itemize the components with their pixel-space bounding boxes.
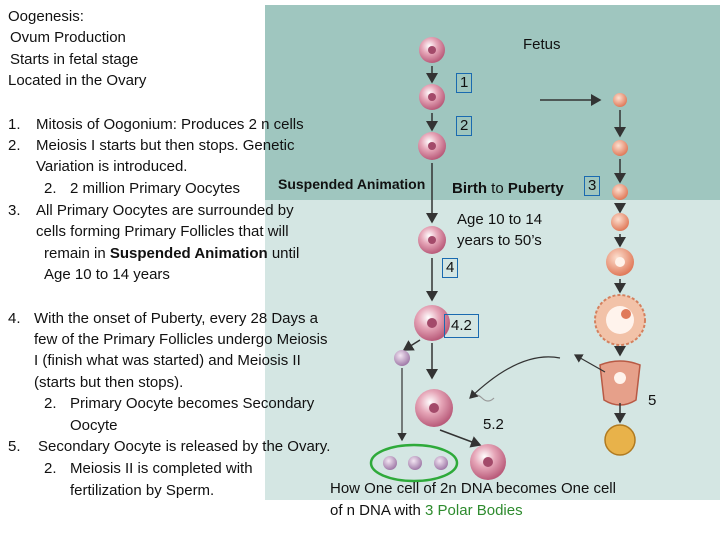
arrow	[573, 354, 606, 373]
step-3-number: 3.	[8, 202, 21, 219]
polar-body-2	[408, 456, 422, 470]
stage-label-3: 3	[584, 176, 601, 196]
corpus-luteum	[604, 424, 636, 456]
step-2-text-a: Meiosis I starts but then stops. Genetic	[36, 137, 295, 154]
age-range-label-b: years to 50’s	[457, 232, 542, 249]
stage-label-5-2: 5.2	[483, 416, 504, 433]
caption-line-2: of n DNA with 3 Polar Bodies	[330, 502, 523, 519]
step-5-sub-text-b: fertilization by Sperm.	[70, 482, 215, 499]
title-oogenesis: Oogenesis:	[8, 8, 84, 25]
subtitle-ovum-production: Ovum Production	[10, 29, 126, 46]
oogonium-cell-2	[419, 84, 445, 110]
step-4-sub-number: 2.	[44, 395, 57, 412]
step-1-text: Mitosis of Oogonium: Produces 2 n cells	[36, 116, 304, 133]
ovulating-follicle	[599, 360, 641, 406]
polar-body-1	[383, 456, 397, 470]
age-range-label-a: Age 10 to 14	[457, 211, 543, 228]
step-3-text-b: cells forming Primary Follicles that wil…	[36, 223, 289, 240]
primary-oocyte-cell	[418, 132, 446, 160]
primary-oocyte-arrested-cell	[418, 226, 446, 254]
step-2-number: 2.	[8, 137, 21, 154]
birth-to-puberty-label: Birth to Puberty	[452, 180, 564, 197]
subtitle-located-ovary: Located in the Ovary	[8, 72, 147, 89]
polar-bodies-highlight	[369, 443, 459, 483]
subtitle-starts-fetal: Starts in fetal stage	[10, 51, 139, 68]
stage-label-1: 1	[456, 73, 473, 93]
fetal-stage-panel	[265, 5, 720, 200]
growing-follicle	[612, 184, 628, 200]
caption-line-1: How One cell of 2n DNA becomes One cell	[330, 480, 616, 497]
secondary-follicle	[611, 213, 629, 231]
first-polar-body	[394, 350, 410, 366]
step-4-sub-text-a: Primary Oocyte becomes Secondary	[70, 395, 315, 412]
arrow	[402, 339, 421, 351]
step-5-text: Secondary Oocyte is released by the Ovar…	[38, 438, 331, 455]
step-3-text-d: Age 10 to 14 years	[44, 266, 170, 283]
ovum-cell	[470, 444, 506, 480]
step-4-text-c: I (finish what was started) and Meiosis …	[34, 352, 301, 369]
step-4-text-b: few of the Primary Follicles undergo Mei…	[34, 331, 328, 348]
step-4-sub-text-b: Oocyte	[70, 417, 118, 434]
sperm	[469, 394, 495, 402]
primordial-follicle	[613, 93, 627, 107]
stage-label-4-2: 4.2	[444, 314, 479, 338]
step-5-number: 5.	[8, 438, 21, 455]
step-2-text-b: Variation is introduced.	[36, 158, 188, 175]
tertiary-follicle	[606, 248, 634, 276]
step-4-text-d: (starts but then stops).	[34, 374, 184, 391]
arrow	[469, 356, 561, 399]
primary-follicle	[612, 140, 628, 156]
step-4-text-a: With the onset of Puberty, every 28 Days…	[34, 310, 319, 327]
step-3-text-a: All Primary Oocytes are surrounded by	[36, 202, 294, 219]
secondary-oocyte-cell	[414, 305, 450, 341]
ovum-cell-pre	[415, 389, 453, 427]
step-2-sub-number: 2.	[44, 180, 57, 197]
step-2-sub-text: 2 million Primary Oocytes	[70, 180, 241, 197]
polar-body-3	[434, 456, 448, 470]
step-1-number: 1.	[8, 116, 21, 133]
step-5-sub-text-a: Meiosis II is completed with	[70, 460, 253, 477]
mature-follicle	[594, 294, 646, 346]
stage-label-2: 2	[456, 116, 473, 136]
step-4-number: 4.	[8, 310, 21, 327]
stage-label-4: 4	[442, 258, 459, 278]
suspended-animation-label: Suspended Animation	[278, 176, 426, 192]
step-5-sub-number: 2.	[44, 460, 57, 477]
fetus-label: Fetus	[523, 36, 561, 53]
stage-label-5: 5	[648, 392, 657, 409]
arrow	[439, 429, 482, 448]
oogonium-cell	[419, 37, 445, 63]
step-3-text-c: remain in Suspended Animation until	[44, 245, 300, 262]
